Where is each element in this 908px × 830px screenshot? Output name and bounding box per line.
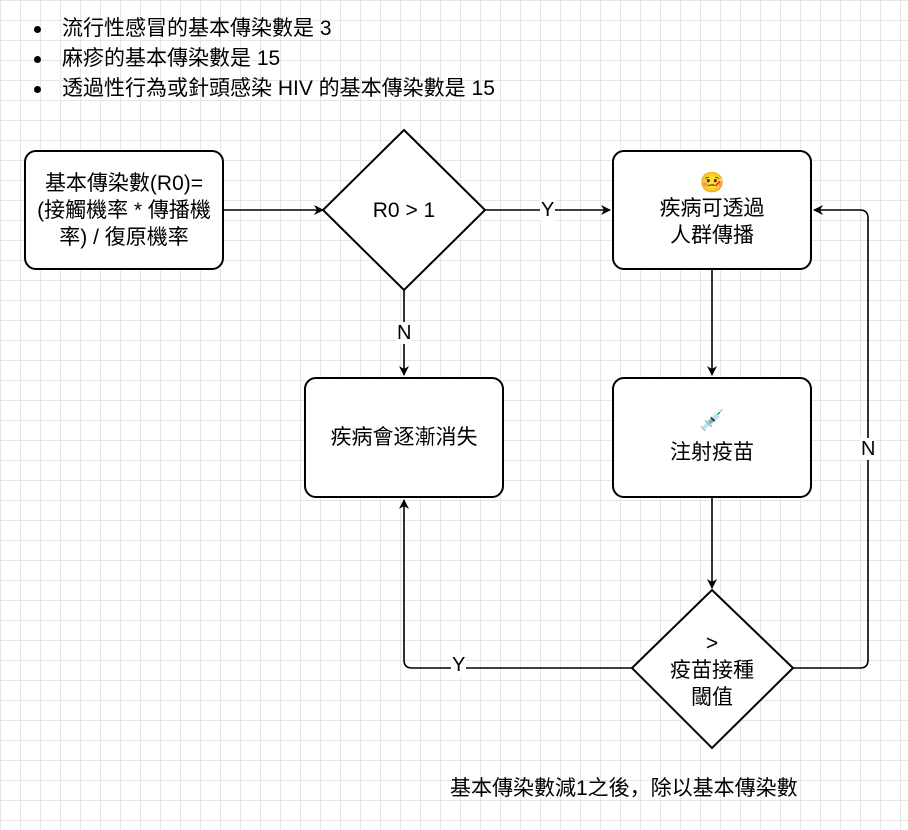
edge-label-r0-yes: Y xyxy=(540,199,556,221)
r0-decision-diamond xyxy=(321,128,487,292)
vaccinate-label: 注射疫苗 xyxy=(670,441,754,464)
threshold-line-1: > xyxy=(705,631,719,655)
r0-decision-text: R0 > 1 xyxy=(372,198,436,222)
threshold-decision-label: > 疫苗接種 閾值 xyxy=(652,628,772,712)
syringe-icon: 💉 xyxy=(699,410,725,432)
spread-node: 🤒 疾病可透過 人群傳播 xyxy=(612,150,812,270)
disappear-node: 疾病會逐漸消失 xyxy=(304,377,504,498)
footnote-text: 基本傳染數減1之後，除以基本傳染數 xyxy=(450,777,798,800)
spread-line-1: 疾病可透過 xyxy=(659,197,765,220)
spread-line-2: 人群傳播 xyxy=(670,224,754,247)
bullet-item: 麻疹的基本傳染數是 15 xyxy=(34,44,495,74)
bullet-item: 透過性行為或針頭感染 HIV 的基本傳染數是 15 xyxy=(34,74,495,104)
formula-line-3: 率) / 復原機率 xyxy=(59,225,189,249)
edge-threshold-yes xyxy=(399,499,632,669)
bullet-list: 流行性感冒的基本傳染數是 3 麻疹的基本傳染數是 15 透過性行為或針頭感染 H… xyxy=(34,14,495,104)
edge-label-r0-no: N xyxy=(396,322,413,344)
vaccinate-node: 💉 注射疫苗 xyxy=(612,377,812,498)
formula-line-1: 基本傳染數(R0)= xyxy=(44,171,204,195)
threshold-line-3: 閾值 xyxy=(691,685,733,709)
edge-label-threshold-yes: Y xyxy=(451,654,467,676)
bullet-item: 流行性感冒的基本傳染數是 3 xyxy=(34,14,495,44)
threshold-line-2: 疫苗接種 xyxy=(670,658,754,682)
r0-decision-label: R0 > 1 xyxy=(344,195,464,225)
edge-label-threshold-no: N xyxy=(860,438,877,460)
threshold-decision-diamond xyxy=(630,588,795,750)
formula-node: 基本傳染數(R0)= (接觸機率 * 傳播機 率) / 復原機率 xyxy=(24,150,224,270)
formula-line-2: (接觸機率 * 傳播機 xyxy=(37,198,211,222)
face-with-thermometer-icon: 🤒 xyxy=(699,172,725,194)
disappear-label: 疾病會逐漸消失 xyxy=(330,426,478,449)
